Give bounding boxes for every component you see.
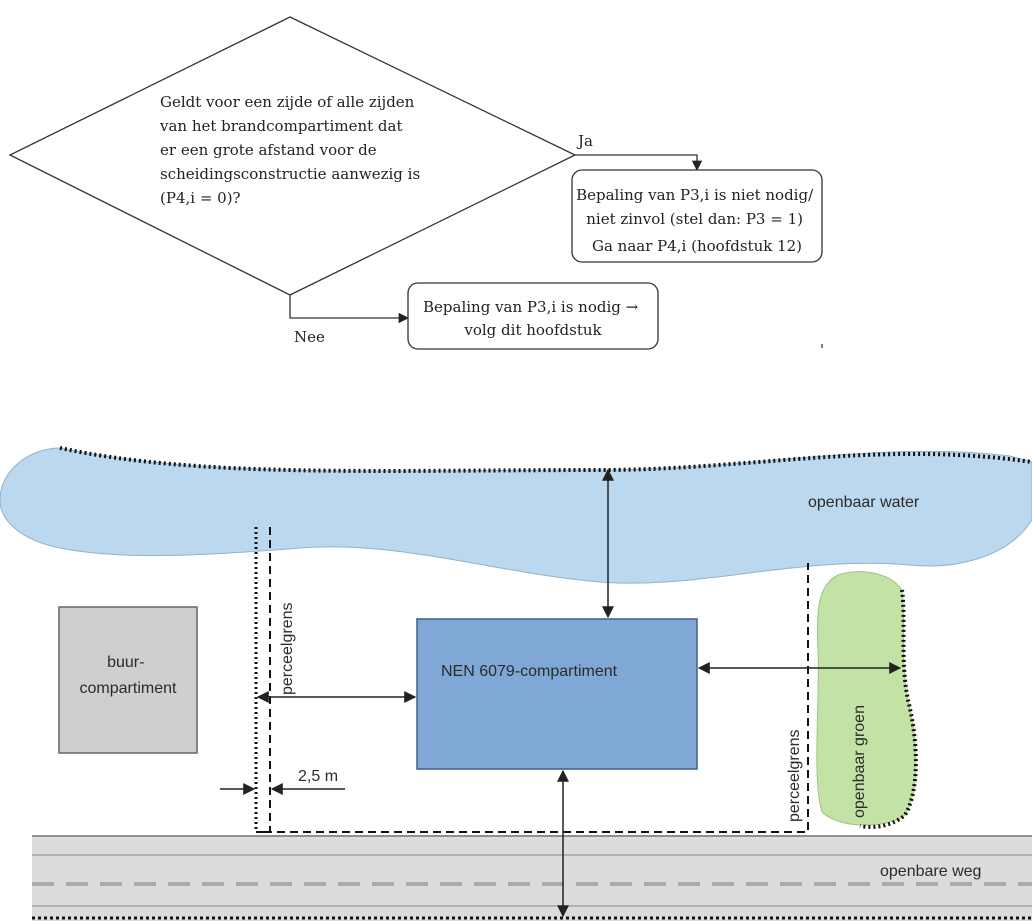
public-water-area xyxy=(0,447,1032,584)
no-result-line: Bepaling van P3,i is nodig → xyxy=(423,298,639,316)
site-diagram: openbaar water openbaar groen openbare w… xyxy=(0,344,1032,921)
yes-result-line: Ga naar P4,i (hoofdstuk 12) xyxy=(592,237,802,255)
decision-line: er een grote afstand voor de xyxy=(160,141,377,159)
yes-result-line: niet zinvol (stel dan: P3 = 1) xyxy=(586,210,803,228)
decision-line: Geldt voor een zijde of alle zijden xyxy=(160,93,415,111)
water-label: openbaar water xyxy=(808,494,920,511)
neighbour-compartment xyxy=(58,606,198,754)
decision-text: Geldt voor een zijde of alle zijden van … xyxy=(159,93,425,207)
nen-6079-compartment xyxy=(416,618,698,770)
neighbour-label: buur- compartiment xyxy=(80,654,177,697)
neighbour-label-line: buur- xyxy=(107,654,144,671)
yes-result-text: Bepaling van P3,i is niet nodig/ niet zi… xyxy=(576,186,818,255)
plot-boundary-dashed xyxy=(269,527,809,833)
green-boundary-dotted xyxy=(859,589,918,829)
decision-line: (P4,i = 0)? xyxy=(160,189,241,207)
no-label: Nee xyxy=(294,328,325,346)
no-result-line: volg dit hoofdstuk xyxy=(463,321,602,339)
flowchart: Geldt voor een zijde of alle zijden van … xyxy=(8,16,823,350)
no-result-box xyxy=(407,282,659,350)
compartment-label: NEN 6079-compartiment xyxy=(441,663,618,680)
yes-connector xyxy=(575,154,703,172)
neighbour-label-line: compartiment xyxy=(80,680,177,697)
yes-result-line: Bepaling van P3,i is niet nodig/ xyxy=(576,186,814,204)
green-label: openbaar groen xyxy=(851,705,868,818)
decision-line: van het brandcompartiment dat xyxy=(159,117,402,135)
no-result-text: Bepaling van P3,i is nodig → volg dit ho… xyxy=(423,298,643,339)
distance-label: 2,5 m xyxy=(298,768,338,785)
yes-label: Ja xyxy=(576,132,593,150)
yes-result-box xyxy=(571,169,823,263)
plot-boundary-label-left: perceelgrens xyxy=(279,603,296,696)
plot-boundary-label-right: perceelgrens xyxy=(786,730,803,823)
road-label: openbare weg xyxy=(880,863,981,880)
no-connector xyxy=(289,295,410,324)
public-road xyxy=(32,835,1032,921)
decision-line: scheidingsconstructie aanwezig is xyxy=(160,165,420,183)
